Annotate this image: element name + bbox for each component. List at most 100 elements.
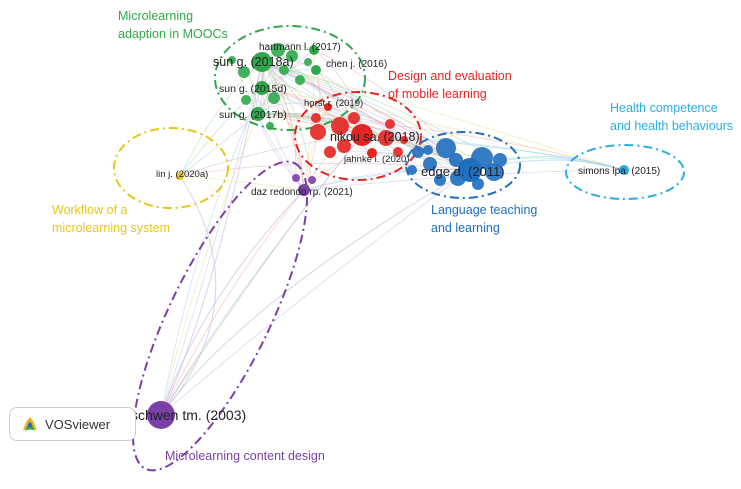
cluster-label-line: and health behaviours xyxy=(610,119,733,133)
network-link xyxy=(257,49,315,115)
network-node xyxy=(228,56,236,64)
network-node xyxy=(238,66,250,78)
cluster-label-moocs: Microlearning adaption in MOOCs xyxy=(118,9,228,41)
network-link xyxy=(303,169,471,191)
network-node xyxy=(407,165,417,175)
network-link xyxy=(160,169,471,416)
network-link xyxy=(261,61,297,179)
node-label: chen j. (2016) xyxy=(326,59,387,70)
network-node xyxy=(304,58,312,66)
network-node xyxy=(147,401,175,429)
network-node xyxy=(176,172,184,180)
network-link xyxy=(179,134,363,177)
network-node xyxy=(348,112,360,124)
cluster-outline-language xyxy=(405,131,521,199)
node-label: schwen tm. (2003) xyxy=(131,407,246,423)
network-node xyxy=(434,174,446,186)
network-node xyxy=(252,52,272,72)
network-link xyxy=(160,189,305,416)
node-label: sun g. (2018a) xyxy=(213,55,294,69)
network-node xyxy=(423,145,433,155)
network-link xyxy=(179,61,263,177)
network-node xyxy=(449,153,463,167)
cluster-label-health: Health competence and health behaviours xyxy=(610,101,733,133)
network-node xyxy=(241,95,251,105)
cluster-outline-content xyxy=(131,160,309,472)
network-node xyxy=(412,146,424,158)
network-node xyxy=(309,45,319,55)
network-node xyxy=(251,107,265,121)
network-node xyxy=(337,139,351,153)
network-node xyxy=(310,124,326,140)
network-link xyxy=(160,175,217,416)
network-link xyxy=(160,169,471,416)
network-nodes xyxy=(147,43,629,429)
network-node xyxy=(485,163,503,181)
vosviewer-badge: VOSviewer xyxy=(9,407,136,441)
cluster-outline-moocs xyxy=(214,25,366,131)
node-label: daz redondo rp. (2021) xyxy=(251,187,353,198)
cluster-label-line: and learning xyxy=(431,221,500,235)
network-node xyxy=(324,103,332,111)
cluster-label-line: Microlearning content design xyxy=(165,449,325,463)
network-node xyxy=(295,75,305,85)
node-label: sun g. (2015d) xyxy=(219,83,287,95)
network-node xyxy=(385,119,395,129)
vosviewer-logo-icon xyxy=(23,417,37,431)
node-label: edge d. (2011) xyxy=(421,164,505,179)
cluster-label-content: Microlearning content design xyxy=(165,449,325,463)
network-node xyxy=(393,147,403,157)
network-node xyxy=(367,148,377,158)
network-link xyxy=(160,134,363,416)
network-node xyxy=(619,165,629,175)
cluster-label-line: microlearning system xyxy=(52,221,170,235)
network-node xyxy=(351,124,373,146)
cluster-outline-health xyxy=(565,144,685,200)
node-label: jahnke i. (2020) xyxy=(343,154,409,165)
network-node xyxy=(458,158,482,182)
cluster-label-line: Design and evaluation xyxy=(388,69,512,83)
node-label: hartmann l. (2017) xyxy=(259,42,341,53)
network-link xyxy=(257,112,345,147)
network-node xyxy=(324,146,336,158)
network-node xyxy=(308,176,316,184)
network-node xyxy=(292,174,300,182)
network-node xyxy=(279,65,289,75)
network-node xyxy=(311,65,321,75)
network-link xyxy=(179,175,305,191)
node-label: horst r. (2019) xyxy=(304,98,363,109)
vosviewer-text: VOSviewer xyxy=(45,416,111,432)
network-link xyxy=(261,61,495,173)
network-links xyxy=(160,42,625,416)
network-node xyxy=(298,184,310,196)
network-link xyxy=(361,134,625,171)
cluster-label-line: Health competence xyxy=(610,101,718,115)
network-link xyxy=(160,189,305,416)
cluster-label-line: adaption in MOOCs xyxy=(118,27,228,41)
network-node xyxy=(266,122,274,130)
network-link xyxy=(261,87,471,171)
cluster-label-line: Microlearning xyxy=(118,9,193,23)
network-node xyxy=(255,81,269,95)
network-link xyxy=(261,49,315,89)
network-node xyxy=(436,138,456,158)
network-node xyxy=(493,153,507,167)
node-label: simons lpa. (2015) xyxy=(578,166,660,177)
cluster-outline-mobile xyxy=(294,91,422,181)
network-node xyxy=(331,117,349,135)
network-node xyxy=(423,157,437,171)
cluster-label-language: Language teaching and learning xyxy=(431,203,537,235)
network-node xyxy=(268,92,280,104)
network-link xyxy=(261,87,625,171)
node-label: sun g. (2017b) xyxy=(219,109,287,121)
network-node xyxy=(286,50,298,62)
network-node xyxy=(472,178,484,190)
cluster-outlines xyxy=(113,25,685,472)
network-link xyxy=(257,61,309,115)
network-link xyxy=(261,61,413,171)
cluster-label-line: of mobile learning xyxy=(388,87,487,101)
cluster-label-line: Language teaching xyxy=(431,203,537,217)
